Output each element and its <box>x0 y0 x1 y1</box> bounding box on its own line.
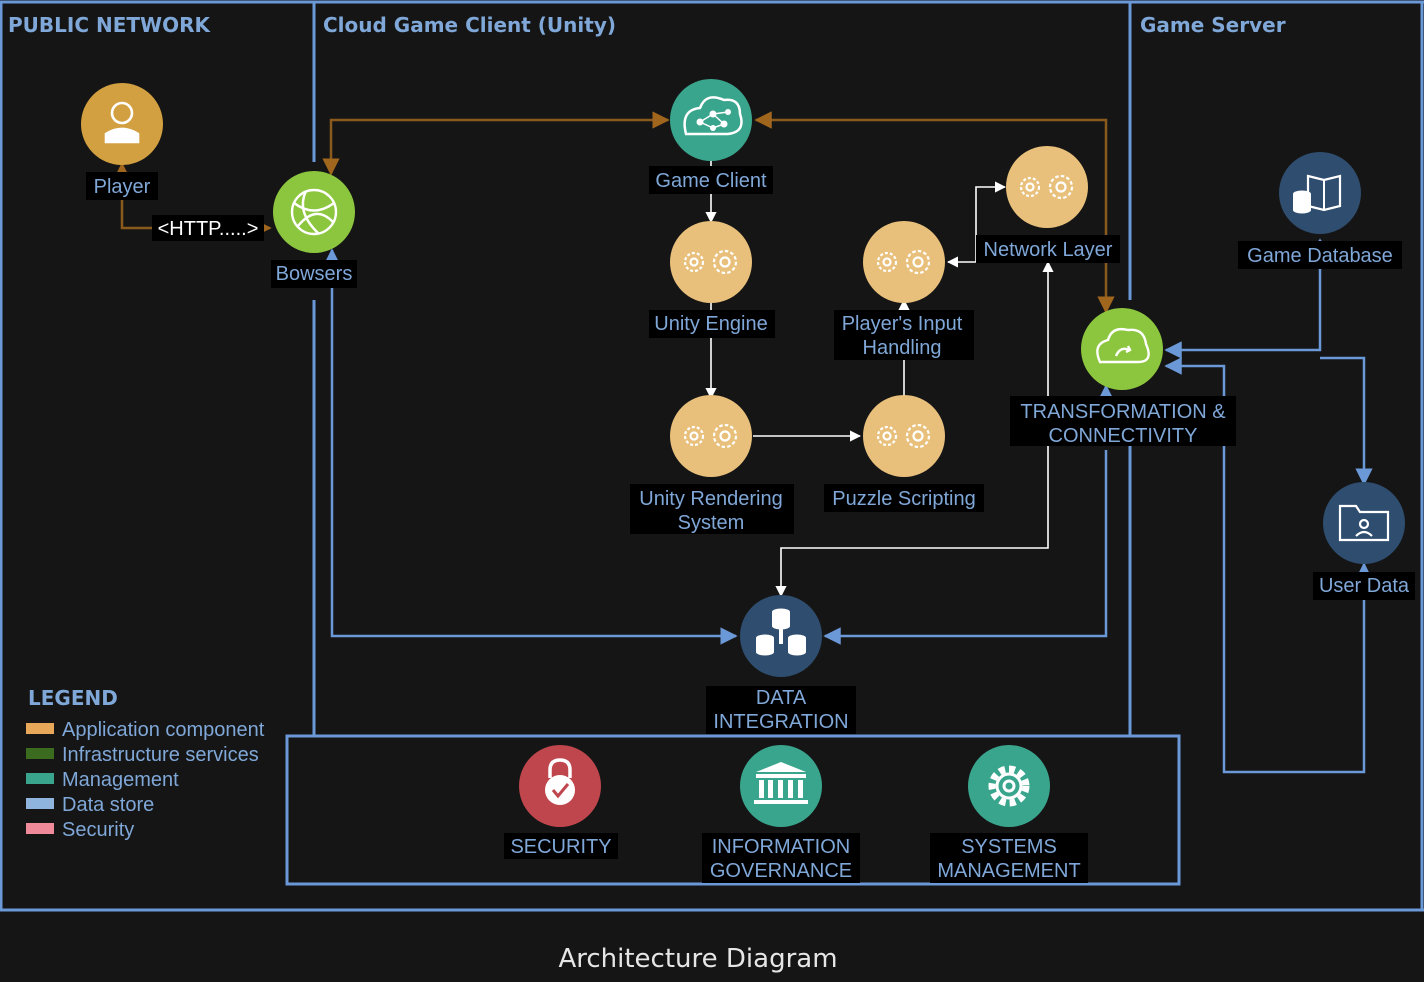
diagram-caption: Architecture Diagram <box>558 944 838 974</box>
security-label: SECURITY <box>510 836 611 858</box>
legend-swatch <box>26 748 54 759</box>
user-icon <box>104 101 140 144</box>
input-handling-node[interactable] <box>863 221 945 303</box>
legend-item: Management <box>26 769 179 791</box>
game-client-label: Game Client <box>655 170 767 192</box>
unity-rendering-label-line1: Unity Rendering <box>639 488 782 510</box>
legend-swatch <box>26 773 54 784</box>
zone-title-cloud-client: Cloud Game Client (Unity) <box>323 13 616 37</box>
transformation-label-line2: CONNECTIVITY <box>1049 425 1198 447</box>
data-integration-label-line2: INTEGRATION <box>713 711 848 733</box>
legend-item: Security <box>26 819 134 841</box>
unity-rendering-node[interactable] <box>670 395 752 477</box>
folder-user-icon <box>1338 504 1390 542</box>
legend-label: Data store <box>62 794 154 816</box>
info-governance-label-line1: INFORMATION <box>712 836 851 858</box>
legend-label: Security <box>62 819 134 841</box>
security-node[interactable] <box>519 745 601 827</box>
unity-rendering-label-line2: System <box>678 512 745 534</box>
puzzle-scripting-node[interactable] <box>863 395 945 477</box>
game-client-node[interactable] <box>670 79 752 161</box>
info-governance-node[interactable] <box>740 745 822 827</box>
input-handling-label-line2: Handling <box>863 337 942 359</box>
transformation-node[interactable] <box>1081 308 1163 390</box>
zone-title-public-network: PUBLIC NETWORK <box>8 13 211 37</box>
institution-icon <box>754 762 808 804</box>
systems-management-label-line1: SYSTEMS <box>961 836 1057 858</box>
gears-icon <box>876 423 931 449</box>
legend-item: Infrastructure services <box>26 744 259 766</box>
info-governance-label-line2: GOVERNANCE <box>710 860 852 882</box>
systems-management-node[interactable] <box>968 745 1050 827</box>
unity-engine-node[interactable] <box>670 221 752 303</box>
network-layer-label: Network Layer <box>984 239 1113 261</box>
database-cluster-icon <box>756 608 806 656</box>
lock-icon <box>545 758 575 805</box>
legend-title: LEGEND <box>28 686 118 710</box>
legend-item: Data store <box>26 794 154 816</box>
systems-management-label-line2: MANAGEMENT <box>937 860 1080 882</box>
input-handling-label-line1: Player's Input <box>842 313 963 335</box>
transformation-label-line1: TRANSFORMATION & <box>1020 401 1226 423</box>
legend: LEGEND Application component Infrastruct… <box>26 686 265 841</box>
gear-icon <box>988 765 1030 807</box>
legend-item: Application component <box>26 719 265 741</box>
http-link-label: <HTTP.....> <box>158 218 259 240</box>
cloud-sync-icon <box>1096 327 1150 364</box>
gears-icon <box>876 249 931 275</box>
data-connectors <box>323 238 1373 774</box>
globe-icon <box>290 188 338 236</box>
browsers-node[interactable] <box>273 171 355 253</box>
data-integration-node[interactable] <box>740 595 822 677</box>
unity-engine-label: Unity Engine <box>654 313 767 335</box>
gears-icon <box>683 249 738 275</box>
connector-browsers-gameclient <box>322 111 670 176</box>
gears-icon <box>683 423 738 449</box>
legend-swatch <box>26 798 54 809</box>
data-integration-label-line1: DATA <box>756 687 807 709</box>
game-database-label: Game Database <box>1247 245 1393 267</box>
browsers-label: Bowsers <box>276 263 353 285</box>
player-label: Player <box>94 176 151 198</box>
legend-label: Application component <box>62 719 265 741</box>
legend-label: Infrastructure services <box>62 744 259 766</box>
legend-label: Management <box>62 769 179 791</box>
user-data-label: User Data <box>1319 575 1410 597</box>
database-book-icon <box>1293 174 1342 214</box>
network-layer-node[interactable] <box>1006 146 1088 228</box>
gears-icon <box>1019 174 1074 200</box>
zone-title-game-server: Game Server <box>1140 13 1286 37</box>
player-node[interactable] <box>81 83 163 165</box>
legend-swatch <box>26 823 54 834</box>
cloud-network-icon <box>683 96 743 136</box>
legend-swatch <box>26 723 54 734</box>
puzzle-scripting-label: Puzzle Scripting <box>832 488 975 510</box>
zone-frames <box>0 0 1424 912</box>
game-database-node[interactable] <box>1279 152 1361 234</box>
user-data-node[interactable] <box>1323 482 1405 564</box>
